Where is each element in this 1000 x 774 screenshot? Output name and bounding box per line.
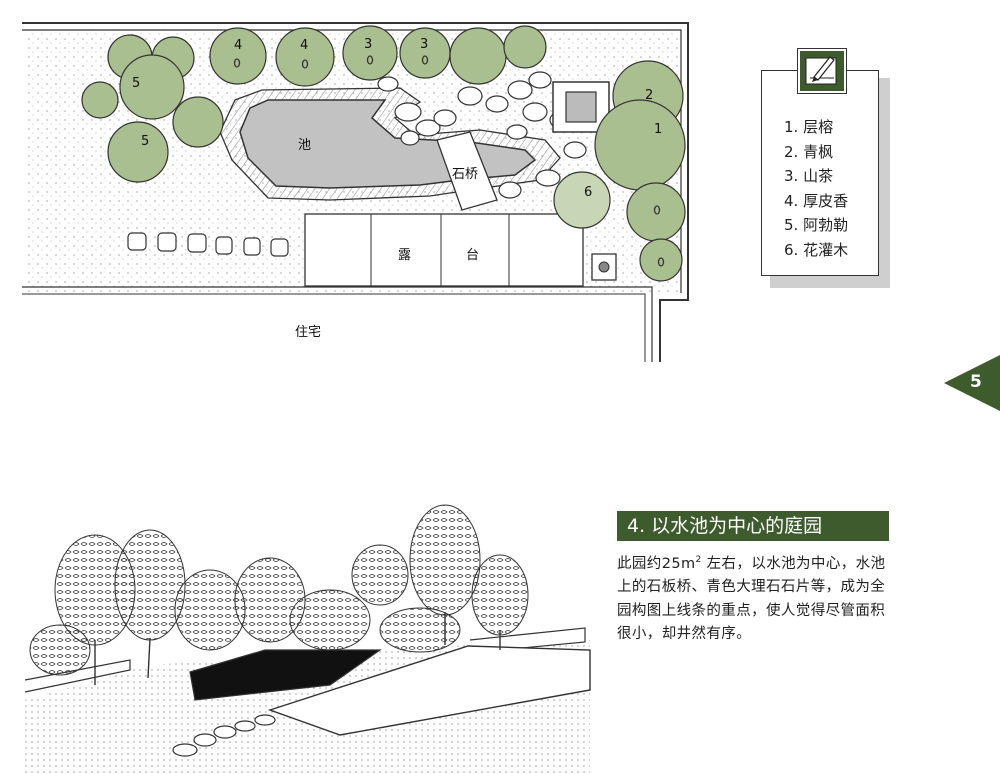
legend-item: 3. 山茶 bbox=[784, 167, 834, 185]
tree-number-3b: 3 bbox=[420, 37, 429, 52]
foliage bbox=[29, 504, 529, 676]
stone-basin bbox=[552, 81, 610, 133]
tree-number-2: 2 bbox=[645, 88, 654, 103]
section-body-prefix: 此园约25m bbox=[617, 555, 696, 572]
lantern bbox=[591, 253, 617, 281]
terrace-label-left: 露 bbox=[398, 248, 412, 263]
legend-item: 6. 花灌木 bbox=[784, 240, 849, 259]
terrace-perspective bbox=[267, 645, 591, 736]
legend-item: 1. 层榕 bbox=[784, 118, 834, 136]
area-unit-superscript: 2 bbox=[695, 555, 702, 565]
pond-perspective bbox=[189, 649, 382, 701]
tree-number-5a: 5 bbox=[132, 76, 141, 91]
garden-wall bbox=[22, 22, 689, 362]
section-title: 4. 以水池为中心的庭园 bbox=[617, 511, 889, 541]
stepping-stones-perspective bbox=[172, 714, 276, 757]
rocks bbox=[377, 71, 587, 199]
section-description: 此园约25m2 左右，以水池为中心，水池上的石板桥、青色大理石石片等，成为全园构… bbox=[617, 549, 895, 647]
legend-list: 1. 层榕 2. 青枫 3. 山茶 4. 厚皮香 5. 阿勃勒 6. 花灌木 bbox=[784, 115, 848, 262]
pond-label: 池 bbox=[298, 138, 312, 153]
page-number: 5 bbox=[970, 372, 982, 392]
tree-number-1: 1 bbox=[654, 122, 663, 137]
legend-item: 4. 厚皮香 bbox=[784, 191, 849, 210]
tree-trunks bbox=[233, 55, 665, 267]
stone-bridge-label: 石桥 bbox=[452, 167, 479, 182]
trees bbox=[81, 25, 686, 282]
right-wall bbox=[469, 627, 586, 653]
house-wall bbox=[22, 286, 653, 362]
stone-bridge bbox=[436, 131, 498, 211]
tree-number-6: 6 bbox=[584, 185, 593, 200]
house-wall-outer bbox=[22, 293, 646, 362]
terrace-label-right: 台 bbox=[466, 248, 480, 263]
legend-item: 5. 阿勃勒 bbox=[784, 216, 849, 234]
pencil-on-paper-icon bbox=[798, 49, 846, 93]
legend-item: 2. 青枫 bbox=[784, 142, 834, 161]
tree-number-4b: 4 bbox=[300, 38, 309, 53]
stepping-stones bbox=[127, 232, 289, 257]
garden-plan-drawing bbox=[22, 22, 689, 362]
tree-trunks-perspective bbox=[94, 612, 501, 685]
page-number-tab: 5 bbox=[944, 355, 1000, 411]
terrace bbox=[304, 213, 584, 287]
plant-legend: 1. 层榕 2. 青枫 3. 山茶 4. 厚皮香 5. 阿勃勒 6. 花灌木 bbox=[761, 49, 879, 276]
section-body-rest: 左右，以水池为中心，水池上的石板桥、青色大理石石片等，成为全园构图上线条的重点，… bbox=[617, 555, 886, 643]
tree-number-3a: 3 bbox=[364, 37, 373, 52]
tree-number-4a: 4 bbox=[234, 38, 243, 53]
tree-number-5b: 5 bbox=[141, 134, 150, 149]
residence-label: 住宅 bbox=[295, 325, 322, 340]
garden-perspective-drawing bbox=[24, 504, 591, 774]
